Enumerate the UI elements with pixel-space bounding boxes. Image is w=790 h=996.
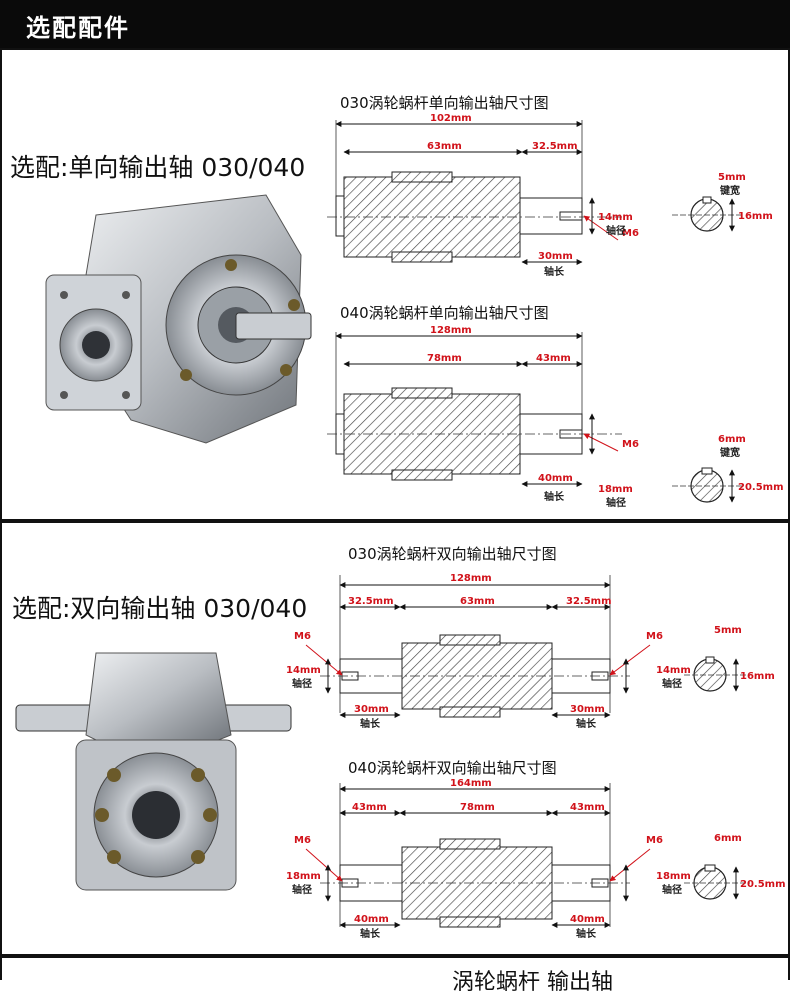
- dim-length-left-label: 轴长: [360, 927, 381, 940]
- dim-length-right: 40mm: [570, 914, 605, 925]
- next-panel-partial: 涡轮蜗杆 输出轴: [0, 956, 790, 995]
- dim-total: 128mm: [450, 573, 492, 584]
- dim-diameter-left-label: 轴径: [292, 883, 312, 896]
- dim-diameter-left: 14mm: [286, 665, 321, 676]
- dim-seg-right: 43mm: [570, 802, 605, 813]
- dim-seg2: 32.5mm: [532, 141, 578, 152]
- dim-seg-left: 32.5mm: [348, 596, 394, 607]
- gearbox-single-photo: [45, 194, 312, 444]
- partial-heading: 涡轮蜗杆 输出轴: [452, 970, 613, 995]
- dim-keywidth: 5mm: [714, 625, 742, 636]
- dim-thread: M6: [622, 439, 639, 450]
- dim-diameter-label: 轴径: [606, 224, 626, 237]
- single-output-panel: 选配:单向输出轴 030/040 030涡轮蜗杆单向输出轴尺寸图 040涡轮蜗杆…: [0, 48, 790, 521]
- dim-diameter: 14mm: [598, 212, 633, 223]
- dim-diameter-right: 14mm: [656, 665, 691, 676]
- dim-seg-mid: 78mm: [460, 802, 495, 813]
- dim-outer: 20.5mm: [738, 482, 784, 493]
- dim-length-left: 40mm: [354, 914, 389, 925]
- section-label-single: 选配:单向输出轴 030/040: [10, 153, 306, 182]
- dim-keywidth: 6mm: [714, 833, 742, 844]
- dim-length-right-label: 轴长: [576, 717, 597, 730]
- dim-outer: 16mm: [738, 211, 773, 222]
- dim-thread-left: M6: [294, 835, 311, 846]
- dim-diameter-label: 轴径: [606, 496, 626, 509]
- dim-diameter-left-label: 轴径: [292, 677, 312, 690]
- dim-keywidth: 5mm: [718, 172, 746, 183]
- section-label-double: 选配:双向输出轴 030/040: [12, 594, 308, 623]
- drawing-title-030-double: 030涡轮蜗杆双向输出轴尺寸图: [348, 545, 557, 563]
- dim-keywidth: 6mm: [718, 434, 746, 445]
- dim-length-right-label: 轴长: [576, 927, 597, 940]
- dim-thread: M6: [622, 228, 639, 239]
- dim-length: 40mm: [538, 473, 573, 484]
- dim-thread-right: M6: [646, 631, 663, 642]
- section-header: 选配配件: [0, 0, 790, 48]
- dim-keywidth-label: 键宽: [719, 184, 740, 197]
- gearbox-double-photo: [15, 652, 292, 891]
- dim-thread-left: M6: [294, 631, 311, 642]
- dim-seg1: 63mm: [427, 141, 462, 152]
- dim-seg-mid: 63mm: [460, 596, 495, 607]
- dim-keywidth-label: 键宽: [719, 446, 740, 459]
- dim-seg-right: 32.5mm: [566, 596, 612, 607]
- dim-diameter-right-label: 轴径: [662, 883, 682, 896]
- dim-seg1: 78mm: [427, 353, 462, 364]
- drawing-title-040-double: 040涡轮蜗杆双向输出轴尺寸图: [348, 759, 557, 777]
- shaft-drawing-030-single: 102mm 63mm 32.5mm M6 14mm 轴径 30mm 轴长 16m…: [327, 113, 773, 278]
- drawing-title-040-single: 040涡轮蜗杆单向输出轴尺寸图: [340, 304, 549, 322]
- shaft-drawing-040-single: 128mm 78mm 43mm M6 18mm 轴径 40mm 轴长 20.5m…: [327, 325, 784, 509]
- dim-diameter: 18mm: [598, 484, 633, 495]
- dim-diameter-right-label: 轴径: [662, 677, 682, 690]
- drawing-title-030-single: 030涡轮蜗杆单向输出轴尺寸图: [340, 94, 549, 112]
- shaft-drawing-040-double: 164mm 43mm 78mm 43mm M6 M6 18mm 轴径 18mm …: [286, 778, 786, 940]
- dim-length-label: 轴长: [544, 490, 565, 503]
- dim-diameter-left: 18mm: [286, 871, 321, 882]
- dim-length-left: 30mm: [354, 704, 389, 715]
- dim-length-left-label: 轴长: [360, 717, 381, 730]
- dim-length: 30mm: [538, 251, 573, 262]
- dim-diameter-right: 18mm: [656, 871, 691, 882]
- double-output-panel: 选配:双向输出轴 030/040 030涡轮蜗杆双向输出轴尺寸图 040涡轮蜗杆…: [0, 521, 790, 956]
- dim-seg-left: 43mm: [352, 802, 387, 813]
- dim-total: 164mm: [450, 778, 492, 789]
- shaft-drawing-030-double: 128mm 32.5mm 63mm 32.5mm M6 M6 14mm 轴径 1…: [286, 573, 775, 730]
- dim-total: 128mm: [430, 325, 472, 336]
- dim-length-label: 轴长: [544, 265, 565, 278]
- dim-thread-right: M6: [646, 835, 663, 846]
- dim-total: 102mm: [430, 113, 472, 124]
- dim-length-right: 30mm: [570, 704, 605, 715]
- header-title: 选配配件: [26, 14, 130, 42]
- dim-outer: 16mm: [740, 671, 775, 682]
- dim-outer: 20.5mm: [740, 879, 786, 890]
- dim-seg2: 43mm: [536, 353, 571, 364]
